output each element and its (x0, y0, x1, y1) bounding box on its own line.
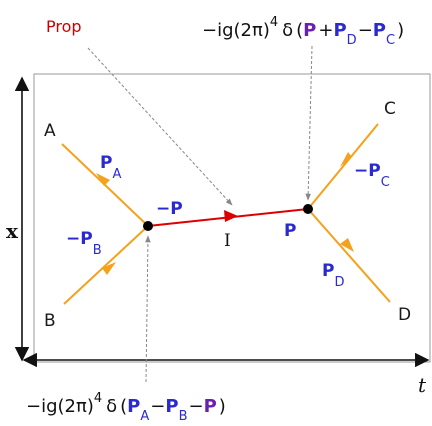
momentum-pd: PD (322, 261, 344, 290)
formula-top-p2: P (333, 20, 346, 41)
formula-top-p3-sub: C (386, 33, 395, 48)
formula-bottom-op1: − (150, 396, 165, 417)
t-axis-label: t (418, 373, 427, 397)
external-line-d (307, 208, 391, 303)
bottom-formula-pointer-line (145, 235, 151, 383)
momentum-pd-sub: D (334, 275, 344, 290)
momentum-pb-sign: − (66, 229, 80, 249)
vertex-left (143, 221, 153, 231)
formula-top-exp: 4 (270, 15, 278, 30)
formula-bottom-close: ) (219, 396, 226, 417)
prop-pointer-line (87, 47, 233, 206)
label-a: A (44, 121, 56, 141)
label-c: C (384, 99, 396, 119)
momentum-minus-p: −P (156, 199, 183, 219)
formula-bottom-prefix: −ig(2π) (26, 396, 94, 417)
vertex-right (303, 204, 313, 214)
formula-top-p3: P (373, 20, 386, 41)
prop-label: Prop (46, 17, 82, 36)
arrow-a-icon (96, 173, 110, 186)
formula-top-p1: P (303, 20, 316, 41)
momentum-p: P (284, 221, 296, 241)
momentum-pb-letter: P (80, 229, 92, 249)
momentum-pc-letter: P (368, 161, 380, 181)
arrow-c-icon (340, 152, 352, 167)
momentum-pc-sub: C (381, 175, 390, 190)
momentum-pa-sub: A (112, 167, 121, 182)
formula-bottom-exp: 4 (94, 391, 102, 406)
formula-top-open: ( (296, 20, 303, 41)
external-line-c (307, 123, 379, 210)
momentum-pd-letter: P (322, 261, 334, 281)
momentum-pb: −PB (66, 229, 102, 258)
external-line-b (63, 225, 149, 305)
label-d: D (398, 305, 411, 325)
formula-bottom-p1-sub: A (140, 409, 149, 424)
formula-bottom-p2-sub: B (179, 409, 188, 424)
formula-bottom-delta: δ (106, 396, 117, 417)
arrow-b-icon (102, 262, 116, 275)
formula-top-prefix: −ig(2π) (202, 20, 270, 41)
formula-top-p2-sub: D (347, 33, 357, 48)
top-formula-pointer-line (305, 45, 313, 201)
x-axis-label: x (6, 219, 19, 243)
formula-bottom-open: ( (120, 396, 127, 417)
momentum-pc: −PC (354, 161, 390, 190)
formula-bottom-p2: P (165, 396, 178, 417)
momentum-pa: PA (100, 153, 121, 182)
momentum-pa-letter: P (100, 153, 112, 173)
formula-top-op1: + (318, 20, 333, 41)
formula-top-op2: − (358, 20, 373, 41)
momentum-pb-sub: B (93, 243, 102, 258)
arrow-d-icon (340, 238, 354, 252)
formula-bottom-p3: P (204, 396, 217, 417)
momentum-pc-sign: − (354, 161, 368, 181)
formula-top-delta: δ (282, 20, 293, 41)
formula-bottom-op2: − (189, 396, 204, 417)
internal-label: I (224, 231, 231, 251)
label-b: B (44, 311, 56, 331)
formula-top-close: ) (397, 20, 404, 41)
propagator-arrow-icon (224, 210, 238, 222)
formula-bottom-p1: P (127, 396, 140, 417)
